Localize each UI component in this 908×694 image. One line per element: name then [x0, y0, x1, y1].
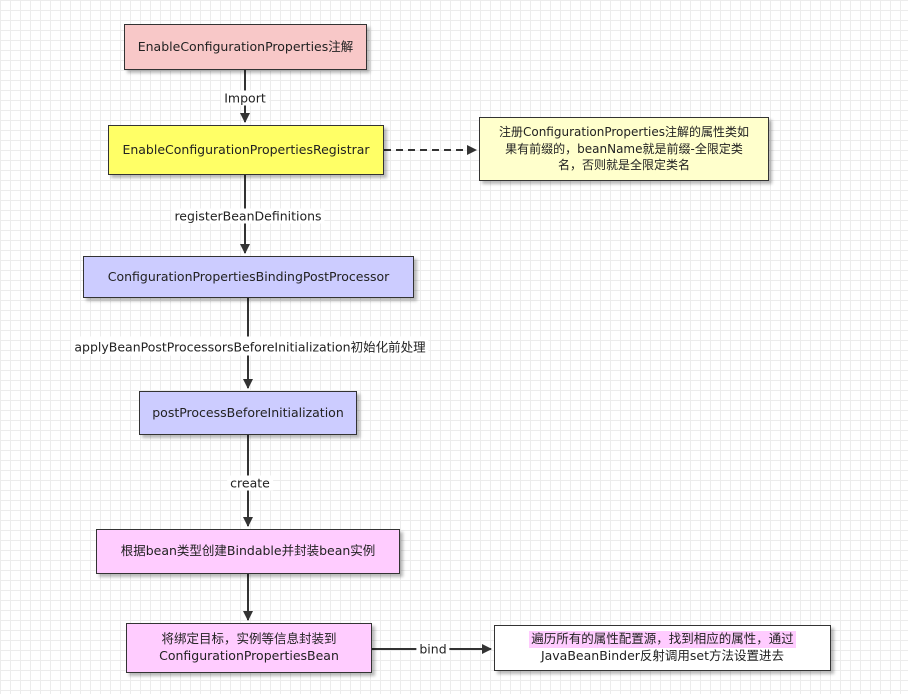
node-registrar[interactable]: EnableConfigurationPropertiesRegistrar: [108, 125, 384, 175]
node-wrap-line-1: 将绑定目标，实例等信息封装到: [161, 631, 337, 647]
node-traverse-property-sources[interactable]: 遍历所有的属性配置源，找到相应的属性，通过 JavaBeanBinder反射调用…: [494, 625, 831, 671]
note-line-1: 注册ConfigurationProperties注解的属性类如: [498, 124, 750, 139]
edge-label-register-bean-definitions: registerBeanDefinitions: [171, 208, 325, 224]
edge-label-create: create: [227, 475, 273, 491]
node-traverse-line-1: 遍历所有的属性配置源，找到相应的属性，通过: [529, 631, 796, 648]
node-traverse-line-2: JavaBeanBinder反射调用set方法设置进去: [540, 648, 785, 663]
node-binding-post-processor-label: ConfigurationPropertiesBindingPostProces…: [107, 268, 390, 284]
node-create-bindable[interactable]: 根据bean类型创建Bindable并封装bean实例: [96, 529, 400, 574]
node-post-process-before-init-label: postProcessBeforeInitialization: [152, 404, 344, 420]
note-line-3: 名，否则就是全限定类名: [557, 158, 690, 173]
edge-label-import: Import: [221, 90, 269, 106]
edge-label-bind: bind: [416, 641, 450, 657]
note-bean-name-rule[interactable]: 注册ConfigurationProperties注解的属性类如 果有前缀的，b…: [479, 117, 769, 181]
note-line-2: 果有前缀的，beanName就是前缀-全限定类: [505, 141, 743, 156]
node-registrar-label: EnableConfigurationPropertiesRegistrar: [122, 141, 370, 157]
node-post-process-before-init[interactable]: postProcessBeforeInitialization: [139, 391, 357, 435]
node-wrap-line-2: ConfigurationPropertiesBean: [159, 648, 339, 663]
node-enable-configuration-properties-label: EnableConfigurationProperties注解: [137, 38, 354, 54]
node-binding-post-processor[interactable]: ConfigurationPropertiesBindingPostProces…: [83, 256, 414, 298]
node-enable-configuration-properties[interactable]: EnableConfigurationProperties注解: [124, 24, 367, 70]
node-wrap-configuration-properties-bean[interactable]: 将绑定目标，实例等信息封装到 ConfigurationPropertiesBe…: [126, 623, 372, 673]
edge-label-apply-before-init: applyBeanPostProcessorsBeforeInitializat…: [71, 336, 429, 356]
node-create-bindable-label: 根据bean类型创建Bindable并封装bean实例: [120, 543, 376, 559]
